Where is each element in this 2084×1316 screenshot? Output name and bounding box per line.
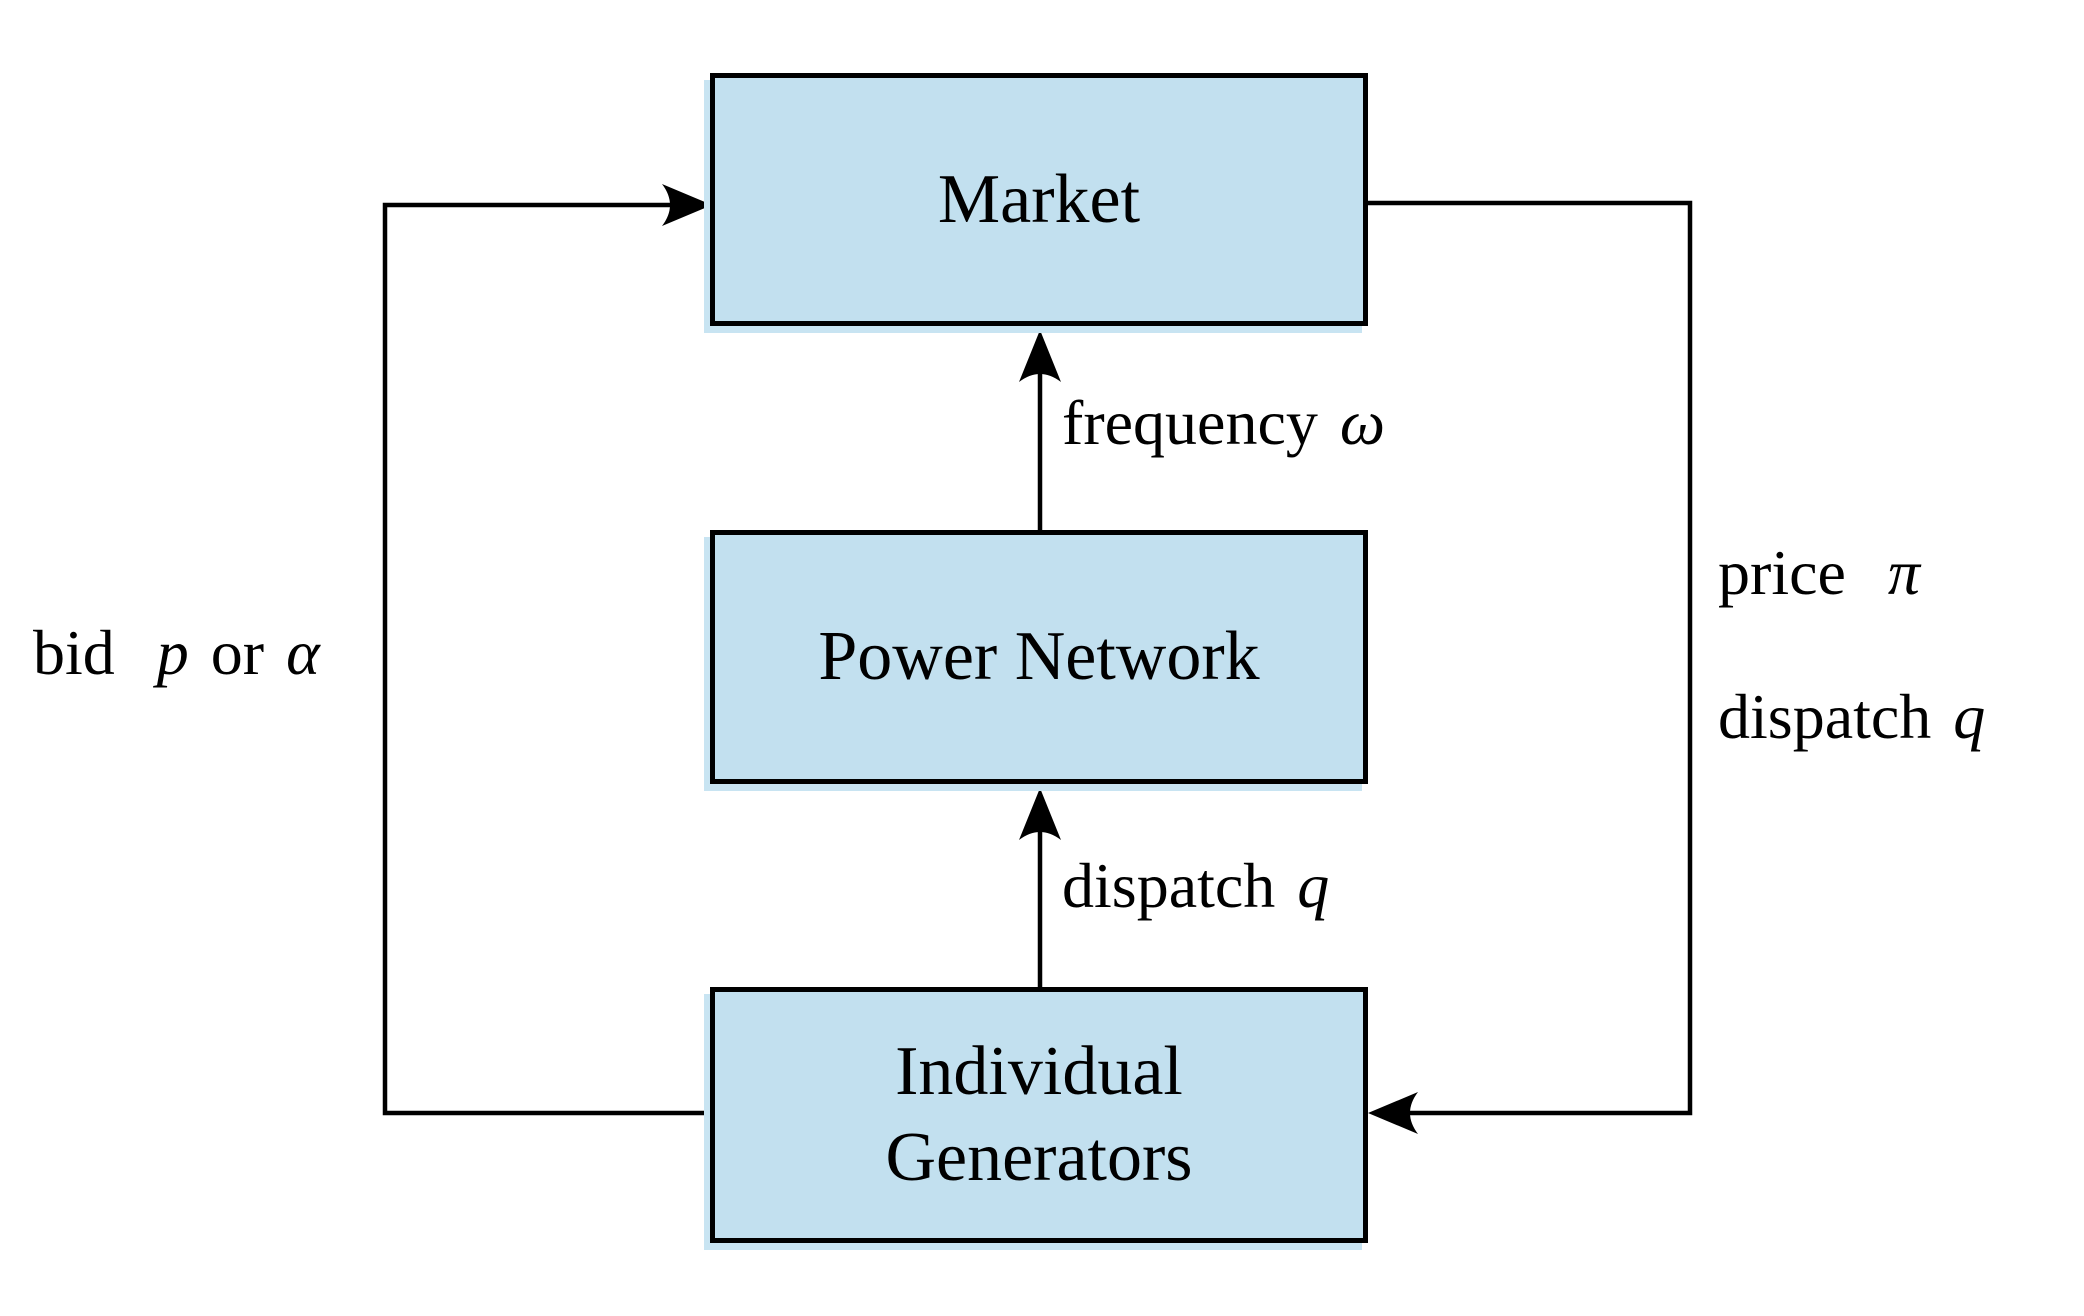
power-network-box: Power Network: [710, 530, 1368, 784]
frequency-arrow: [1019, 330, 1061, 532]
arrowhead-up-icon: [1019, 788, 1061, 840]
bid-label-symbol2: α: [286, 617, 320, 688]
generators-box-label: Individual Generators: [885, 1029, 1192, 1201]
market-box: Market: [710, 73, 1368, 326]
arrowhead-up-icon: [1019, 330, 1061, 382]
price-label: price π: [1718, 535, 1920, 611]
dispatch-right-label-word: dispatch: [1718, 681, 1932, 752]
bid-feedback-arrow: [382, 184, 712, 1116]
dispatch-right-label-symbol: q: [1953, 681, 1986, 752]
bid-wire: [382, 202, 712, 1116]
bid-label-symbol1: p: [156, 617, 189, 688]
generators-box: Individual Generators: [710, 987, 1368, 1243]
dispatch-mid-label: dispatch q: [1062, 848, 1329, 924]
frequency-label: frequency ω: [1062, 385, 1385, 461]
generators-label-line1: Individual: [895, 1033, 1183, 1110]
dispatch-arrow: [1019, 788, 1061, 989]
dispatch-right-label: dispatch q: [1718, 679, 1985, 755]
price-label-word: price: [1718, 537, 1846, 608]
arrowhead-left-icon: [1368, 1092, 1418, 1134]
arrowhead-right-icon: [662, 184, 712, 226]
bid-label-word2: or: [210, 617, 265, 688]
frequency-label-symbol: ω: [1339, 387, 1386, 458]
market-box-label: Market: [937, 160, 1141, 238]
bid-label-word1: bid: [33, 617, 115, 688]
price-dispatch-wire: [1367, 200, 1693, 1116]
generators-label-line2: Generators: [885, 1119, 1193, 1196]
frequency-label-word: frequency: [1062, 387, 1318, 458]
bid-label: bid p or α: [33, 615, 320, 691]
price-dispatch-arrow: [1367, 200, 1693, 1134]
dispatch-mid-label-word: dispatch: [1062, 850, 1276, 921]
price-label-symbol: π: [1887, 537, 1920, 608]
dispatch-mid-label-symbol: q: [1297, 850, 1330, 921]
power-network-box-label: Power Network: [818, 618, 1260, 695]
